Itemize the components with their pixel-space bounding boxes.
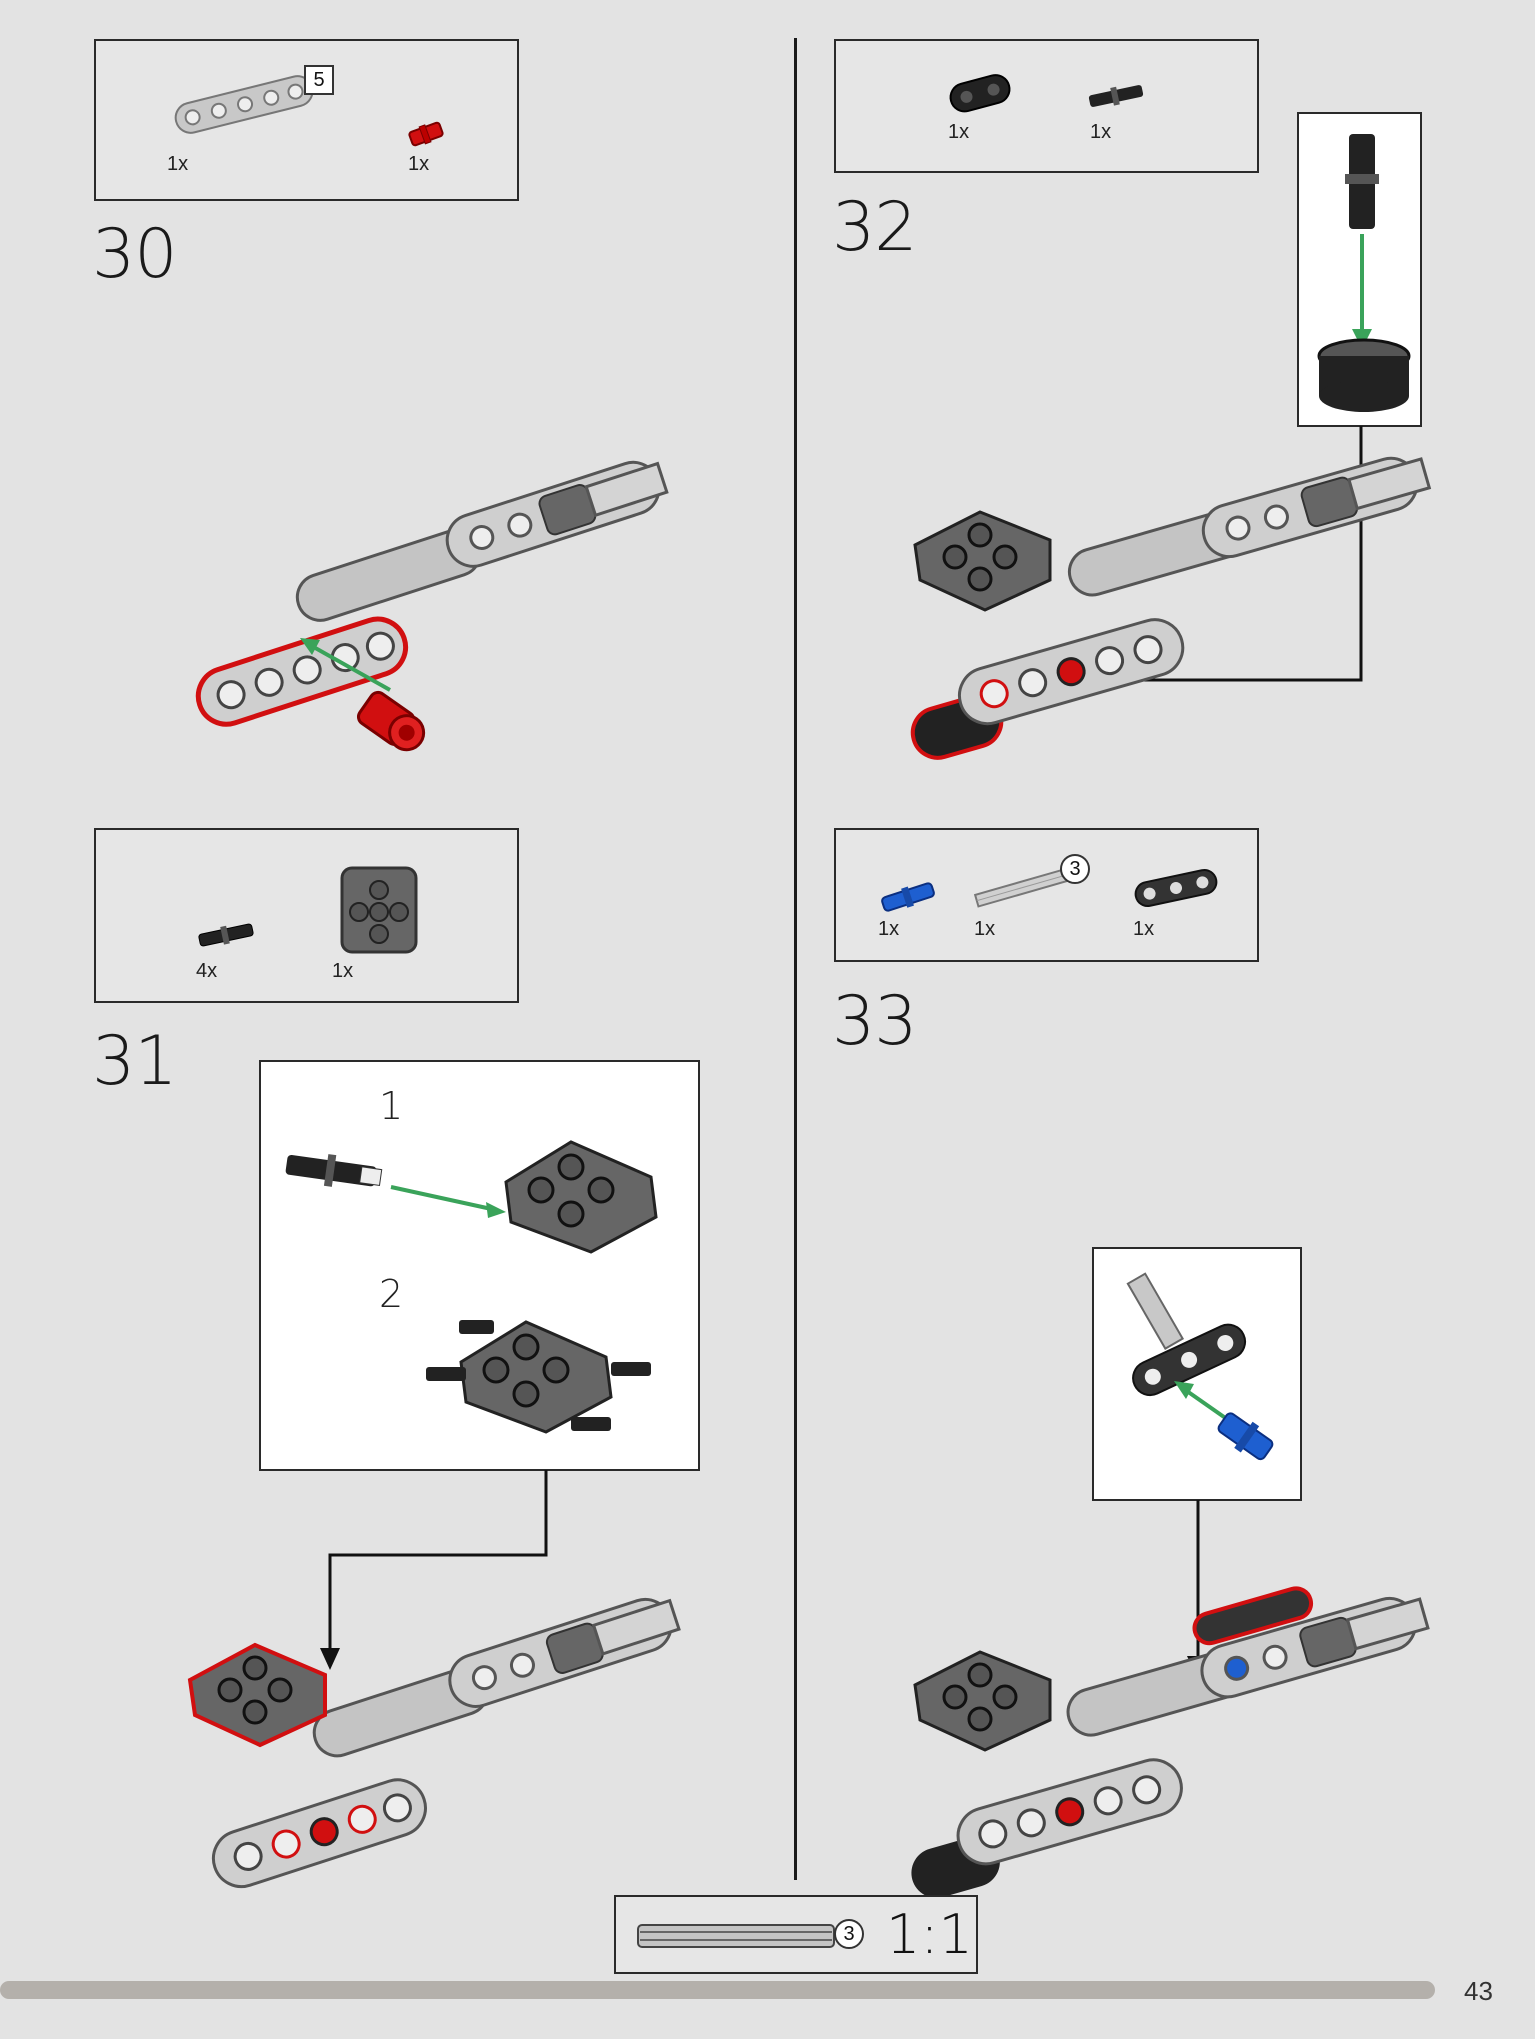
step33-subassembly-callout (1092, 1247, 1302, 1501)
step31-assembly-illustration (187, 1597, 681, 1889)
beam-length-badge: 5 (304, 65, 334, 95)
scale-length-badge: 3 (834, 1919, 864, 1949)
cross-block-dark-grey-icon (340, 866, 418, 954)
step32-callout-illustration (1317, 134, 1411, 412)
qty-label: 1x (878, 918, 900, 940)
step-number: 30 (92, 215, 178, 294)
substep-number: 1 (379, 1084, 404, 1128)
pin-black-icon (1088, 85, 1144, 107)
qty-label: 1x (974, 918, 996, 940)
page-number: 43 (1464, 1976, 1493, 2006)
beam-5-light-grey-icon (174, 75, 314, 134)
qty-label: 1x (948, 121, 970, 143)
pin-blue-icon (881, 882, 935, 912)
substep2-illustration (426, 1320, 651, 1434)
step33-parts-box: 1x 3 1x 1x (834, 828, 1259, 962)
qty-label: 1x (167, 153, 189, 175)
step32-subassembly-callout (1297, 112, 1422, 427)
pin-black-icon (198, 923, 254, 947)
qty-label: 4x (196, 960, 218, 982)
column-divider (794, 38, 797, 1880)
qty-label: 1x (332, 960, 354, 982)
step31-callout-arrow (320, 1470, 548, 1670)
scale-ratio: 1:1 (886, 1903, 973, 1966)
axle-3-scale-icon (637, 1924, 835, 1948)
pin-red-icon (408, 121, 444, 147)
qty-label: 1x (1090, 121, 1112, 143)
step31-subassembly-callout: 1 2 (259, 1060, 700, 1471)
substep1-illustration (285, 1140, 658, 1254)
step30-assembly-illustration (195, 460, 669, 752)
qty-label: 1x (1133, 918, 1155, 940)
axle-length-badge: 3 (1060, 854, 1090, 884)
scale-reference-box: 3 1:1 (614, 1895, 978, 1974)
step30-parts-box: 5 1x 1x (94, 39, 519, 201)
page-progress-bar (0, 1981, 1435, 1999)
qty-label: 1x (408, 153, 430, 175)
liftarm-3-black-icon (1134, 868, 1218, 908)
step-number: 33 (832, 982, 918, 1061)
substep-number: 2 (379, 1272, 404, 1316)
step31-parts-box: 4x 1x (94, 828, 519, 1003)
step32-assembly-illustration (910, 456, 1432, 760)
step32-parts-box: 1x 1x (834, 39, 1259, 173)
step33-assembly-illustration (911, 1586, 1430, 1898)
axle-3-light-grey-icon (973, 868, 1069, 908)
step33-callout-illustration (1126, 1272, 1274, 1461)
step-number: 32 (832, 188, 918, 267)
step-number: 31 (92, 1022, 178, 1101)
liftarm-2-black-icon (949, 74, 1011, 113)
